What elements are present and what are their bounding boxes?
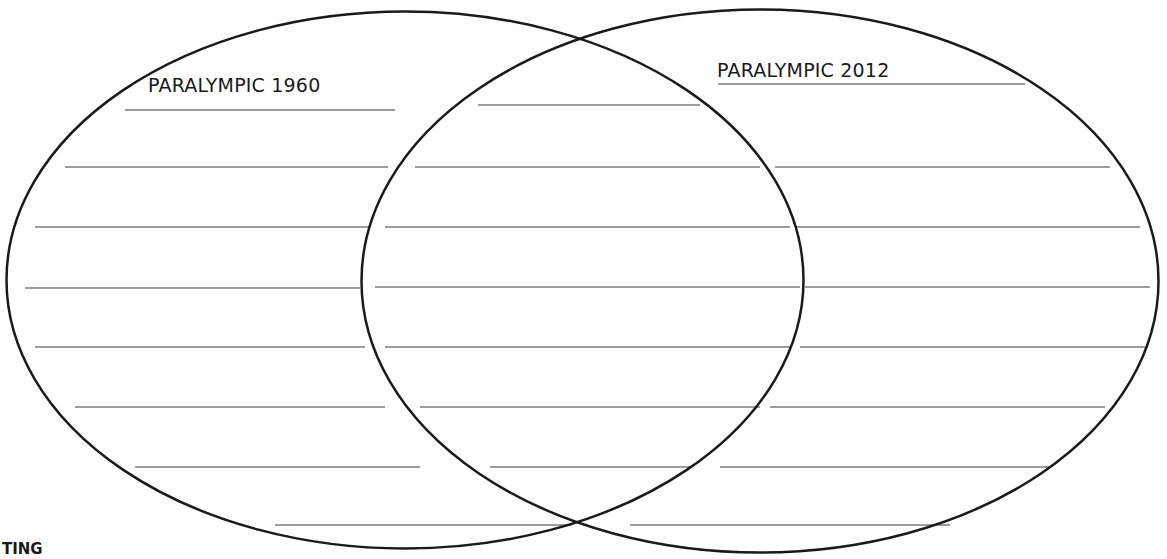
- writing-line: [375, 287, 800, 288]
- writing-line: [718, 84, 1025, 85]
- ellipse-shape: [362, 10, 1159, 553]
- writing-line: [275, 525, 572, 526]
- writing-line: [800, 347, 1145, 348]
- label-layer: TING: [0, 539, 43, 558]
- writing-line: [65, 167, 388, 168]
- writing-line: [35, 227, 370, 228]
- writing-line: [720, 467, 1050, 468]
- set-heading: PARALYMPIC 2012: [717, 61, 889, 80]
- writing-line: [630, 525, 950, 526]
- writing-line: [770, 407, 1105, 408]
- writing-line: [135, 467, 420, 468]
- ellipse-outline: [360, 8, 1160, 554]
- writing-line: [25, 288, 360, 289]
- writing-line: [805, 287, 1150, 288]
- writing-line: [35, 347, 365, 348]
- writing-line: [420, 407, 760, 408]
- ellipse-shape: [7, 12, 804, 549]
- writing-line: [795, 227, 1140, 228]
- writing-line: [478, 105, 700, 106]
- writing-line: [385, 347, 790, 348]
- set-heading: PARALYMPIC 1960: [148, 76, 320, 95]
- writing-line: [75, 407, 385, 408]
- section-heading: TING: [2, 542, 43, 557]
- writing-line: [125, 110, 395, 111]
- writing-line: [385, 227, 790, 228]
- writing-line: [490, 467, 690, 468]
- writing-line: [415, 167, 760, 168]
- ellipse-outline: [5, 10, 805, 550]
- writing-line: [775, 167, 1110, 168]
- venn-ellipse: PARALYMPIC 1960: [5, 10, 805, 550]
- venn-ellipse: PARALYMPIC 2012: [360, 8, 1160, 554]
